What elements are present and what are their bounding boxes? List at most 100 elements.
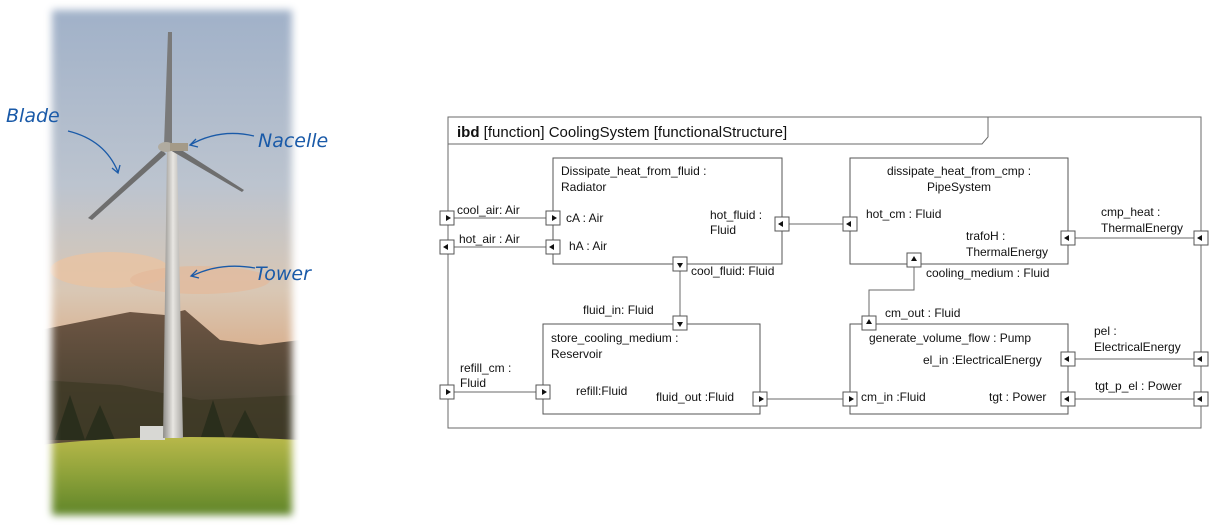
label-pipe-hot-cm: hot_cm : Fluid — [866, 207, 941, 221]
port-pump-tgt[interactable] — [1060, 391, 1076, 407]
port-frame-pel[interactable] — [1193, 351, 1209, 367]
part-reservoir-name: store_cooling_medium : — [551, 331, 678, 345]
arrow-left-icon — [846, 221, 851, 227]
wind-turbine-photo: Blade Nacelle Tower — [6, 0, 328, 530]
label-pipe-trafoH-type: ThermalEnergy — [966, 245, 1048, 259]
arrow-up-icon — [911, 256, 917, 261]
label-radiator-hot-fluid-type: Fluid — [710, 223, 736, 237]
label-frame-tgt-p-el: tgt_p_el : Power — [1095, 379, 1182, 393]
part-radiator-type: Radiator — [561, 180, 606, 194]
label-frame-pel: pel : — [1094, 324, 1117, 338]
port-frame-refill-cm[interactable] — [439, 384, 455, 400]
part-pipesystem[interactable]: dissipate_heat_from_cmp : PipeSystem — [849, 157, 1069, 265]
label-frame-refill-cm-type: Fluid — [460, 376, 486, 390]
arrow-left-icon — [778, 221, 783, 227]
label-reservoir-fluid-out: fluid_out :Fluid — [656, 390, 734, 404]
part-pump-box[interactable] — [849, 323, 1069, 415]
label-pump-cm-in: cm_in :Fluid — [861, 390, 926, 404]
arrow-down-icon — [677, 322, 683, 327]
label-frame-hot-air: hot_air : Air — [459, 232, 520, 246]
blade-right — [170, 144, 244, 192]
arrow-right-icon — [552, 215, 557, 221]
grass-field — [40, 436, 300, 530]
arrow-right-icon — [446, 215, 451, 221]
part-pipesystem-name: dissipate_heat_from_cmp : — [887, 164, 1031, 178]
arrow-left-icon — [1197, 235, 1202, 241]
port-pump-cm-in[interactable] — [842, 391, 858, 407]
part-pump[interactable]: generate_volume_flow : Pump — [849, 323, 1069, 415]
label-radiator-hot-fluid: hot_fluid : — [710, 208, 762, 222]
label-pump-el-in: el_in :ElectricalEnergy — [923, 353, 1042, 367]
port-frame-cmp-heat[interactable] — [1193, 230, 1209, 246]
blade-arrow — [67, 130, 119, 173]
label-radiator-cool-fluid: cool_fluid: Fluid — [691, 264, 774, 278]
part-pipesystem-type: PipeSystem — [927, 180, 991, 194]
photo-scene — [40, 0, 300, 530]
tower-arrow — [191, 265, 256, 277]
port-reservoir-fluid-out[interactable] — [752, 391, 768, 407]
blade-left — [88, 150, 166, 220]
arrow-right-icon — [446, 389, 451, 395]
nacelle-arrow — [189, 132, 255, 146]
annotation-blade: Blade — [6, 105, 121, 175]
port-radiator-hot-fluid[interactable] — [774, 216, 790, 232]
part-pump-name: generate_volume_flow : Pump — [869, 331, 1031, 345]
label-radiator-cA: cA : Air — [566, 211, 603, 225]
frame-header-tab — [448, 117, 989, 145]
label-frame-cool-air: cool_air: Air — [457, 203, 520, 217]
port-pump-el-in[interactable] — [1060, 351, 1076, 367]
arrow-right-icon — [849, 396, 854, 402]
blade-up — [164, 32, 172, 148]
tower — [163, 148, 183, 438]
frame-border — [447, 116, 1202, 429]
arrow-right-icon — [542, 389, 547, 395]
connector-cooling-medium — [868, 264, 915, 324]
nacelle — [170, 143, 188, 151]
arrow-left-icon — [549, 244, 554, 250]
arrow-down-icon — [677, 263, 683, 268]
port-pipe-cooling-medium[interactable] — [906, 252, 922, 268]
part-radiator-box[interactable] — [552, 157, 783, 265]
part-pipesystem-box[interactable] — [849, 157, 1069, 265]
small-building — [140, 426, 165, 440]
part-reservoir-type: Reservoir — [551, 347, 602, 361]
port-reservoir-fluid-in[interactable] — [672, 315, 688, 331]
label-pipe-trafoH: trafoH : — [966, 229, 1005, 243]
port-frame-hot-air[interactable] — [439, 239, 455, 255]
part-reservoir-box[interactable] — [542, 323, 761, 415]
label-frame-refill-cm: refill_cm : — [460, 361, 511, 375]
port-pump-cm-out[interactable] — [861, 315, 877, 331]
port-pipe-hot-cm[interactable] — [842, 216, 858, 232]
frame-title: ibd [function] CoolingSystem [functional… — [457, 124, 787, 141]
part-radiator-name: Dissipate_heat_from_fluid : — [561, 164, 706, 178]
arrow-left-icon — [1197, 396, 1202, 402]
annotation-tower: Tower — [189, 263, 312, 285]
tower-label: Tower — [255, 263, 312, 285]
arrow-left-icon — [443, 244, 448, 250]
port-radiator-cA[interactable] — [545, 210, 561, 226]
label-radiator-hA: hA : Air — [569, 239, 607, 253]
label-frame-cmp-heat-type: ThermalEnergy — [1101, 221, 1183, 235]
annotation-nacelle: Nacelle — [188, 130, 328, 152]
port-radiator-hA[interactable] — [545, 239, 561, 255]
label-pipe-cooling-medium: cooling_medium : Fluid — [926, 266, 1049, 280]
port-pipe-trafoH[interactable] — [1060, 230, 1076, 246]
blade-label: Blade — [6, 105, 60, 127]
part-radiator[interactable]: Dissipate_heat_from_fluid : Radiator — [552, 157, 783, 265]
port-frame-tgt-p-el[interactable] — [1193, 391, 1209, 407]
label-pump-cm-out: cm_out : Fluid — [885, 306, 960, 320]
arrow-right-icon — [759, 396, 764, 402]
label-pump-tgt: tgt : Power — [989, 390, 1046, 404]
connectors — [447, 217, 1201, 400]
arrow-left-icon — [1197, 356, 1202, 362]
label-reservoir-fluid-in: fluid_in: Fluid — [583, 303, 654, 317]
part-reservoir[interactable]: store_cooling_medium : Reservoir — [542, 323, 761, 415]
port-radiator-cool-fluid[interactable] — [672, 256, 688, 272]
port-frame-cool-air[interactable] — [439, 210, 455, 226]
nacelle-label: Nacelle — [258, 130, 328, 152]
port-reservoir-refill[interactable] — [535, 384, 551, 400]
arrow-left-icon — [1064, 356, 1069, 362]
label-frame-cmp-heat: cmp_heat : — [1101, 205, 1160, 219]
arrow-left-icon — [1064, 235, 1069, 241]
label-frame-pel-type: ElectricalEnergy — [1094, 340, 1181, 354]
